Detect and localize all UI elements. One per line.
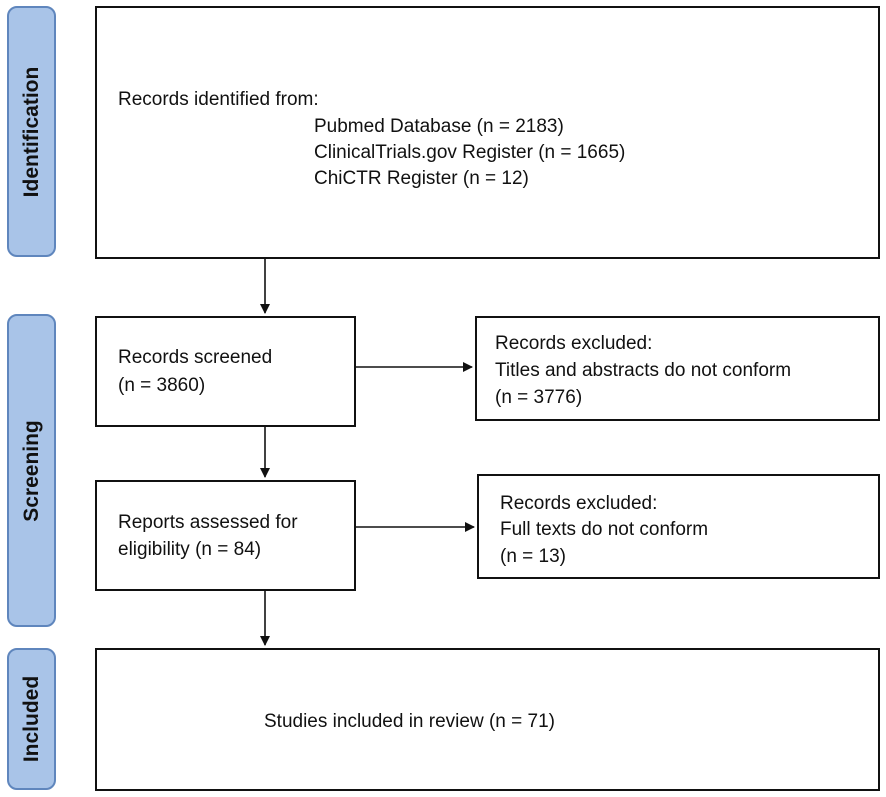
records-identified-box: Records identified from: Pubmed Database… bbox=[95, 6, 880, 259]
excluded-abstracts-heading: Records excluded: bbox=[495, 333, 653, 354]
phase-identification-label: Identification bbox=[19, 66, 43, 197]
records-screened-label: Records screened bbox=[118, 347, 273, 368]
records-excluded-abstracts-box: Records excluded: Titles and abstracts d… bbox=[475, 316, 880, 421]
studies-included-label: Studies included in review (n = 71) bbox=[264, 711, 555, 732]
phase-screening-label: Screening bbox=[19, 419, 43, 522]
source-clinicaltrials: ClinicalTrials.gov Register (n = 1665) bbox=[314, 142, 626, 163]
records-identified-heading: Records identified from: bbox=[118, 89, 319, 110]
excluded-abstracts-reason: Titles and abstracts do not conform bbox=[495, 360, 792, 381]
studies-included-box: Studies included in review (n = 71) bbox=[95, 648, 880, 791]
reports-assessed-label: Reports assessed for bbox=[118, 512, 298, 533]
excluded-fulltext-count: (n = 13) bbox=[500, 546, 567, 567]
excluded-fulltext-heading: Records excluded: bbox=[500, 493, 658, 514]
excluded-fulltext-reason: Full texts do not conform bbox=[500, 519, 709, 540]
excluded-abstracts-count: (n = 3776) bbox=[495, 387, 583, 408]
source-chictr: ChiCTR Register (n = 12) bbox=[314, 168, 529, 189]
phase-identification: Identification bbox=[7, 6, 56, 257]
reports-assessed-count: eligibility (n = 84) bbox=[118, 539, 262, 560]
records-excluded-fulltext-box: Records excluded: Full texts do not conf… bbox=[477, 474, 880, 579]
phase-screening: Screening bbox=[7, 314, 56, 627]
records-screened-count: (n = 3860) bbox=[118, 375, 206, 396]
source-pubmed: Pubmed Database (n = 2183) bbox=[314, 116, 564, 137]
records-screened-box: Records screened (n = 3860) bbox=[95, 316, 356, 427]
reports-assessed-box: Reports assessed for eligibility (n = 84… bbox=[95, 480, 356, 591]
phase-included: Included bbox=[7, 648, 56, 790]
phase-included-label: Included bbox=[19, 675, 43, 763]
